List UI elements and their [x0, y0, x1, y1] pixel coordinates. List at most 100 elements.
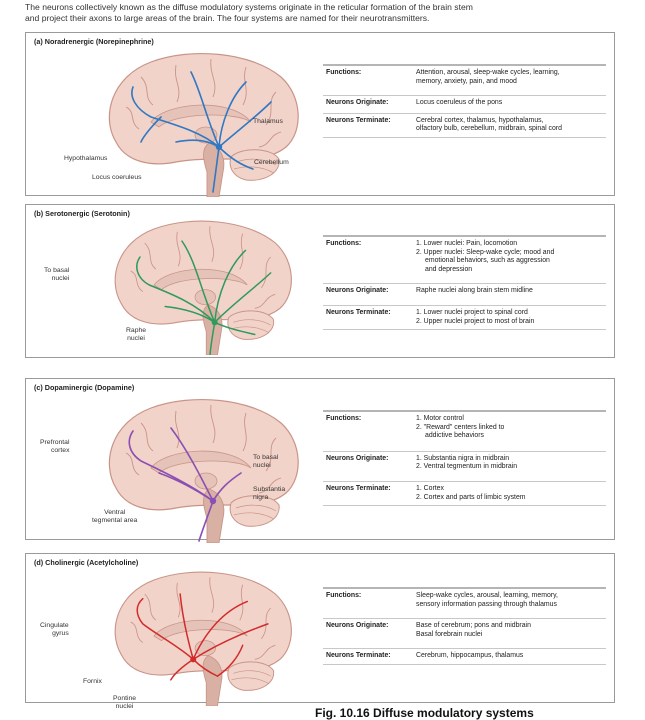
originate-row: Neurons Originate: 1. Substantia nigra i… [323, 450, 606, 475]
figure-caption: Fig. 10.16 Diffuse modulatory systems [315, 706, 534, 720]
originate-row: Neurons Originate: Base of cerebrum; pon… [323, 618, 606, 643]
terminate-row: Neurons Terminate: Cerebral cortex, thal… [323, 112, 606, 138]
originate-row: Neurons Originate: Raphe nuclei along br… [323, 283, 606, 299]
pathway-line [181, 240, 216, 324]
pathway-line [175, 139, 220, 148]
gyrus-line [258, 477, 282, 494]
pathway-line [213, 249, 247, 324]
pathway-line [212, 146, 220, 193]
originate-value: Raphe nuclei along brain stem midline [416, 284, 606, 299]
brain-diagram-serotonergic [114, 220, 292, 355]
brain-diagram-cholinergic [114, 571, 292, 706]
origin-nucleus [190, 656, 197, 663]
originate-header: Neurons Originate: [326, 454, 389, 462]
gyrus-line [254, 644, 276, 660]
pathway-line [136, 256, 216, 324]
functions-value: Sleep-wake cycles, arousal, learning, me… [416, 589, 606, 612]
pathway-line [140, 116, 162, 143]
gyrus-line [144, 242, 157, 270]
pathway-line [136, 597, 194, 661]
functions-row: Functions: 1. Motor control 2. "Reward" … [323, 410, 606, 444]
functions-header: Functions: [326, 69, 362, 76]
info-table: Functions: Sleep-wake cycles, arousal, l… [323, 587, 606, 665]
text-line: Raphe nuclei along brain stem midline [416, 287, 533, 295]
text-line: 2. Cortex and parts of limbic system [416, 493, 526, 501]
originate-header: Neurons Originate: [326, 622, 389, 630]
label-cingulate-gyrus: Cingulate gyrus [40, 622, 69, 638]
pathway-line [218, 101, 272, 148]
gyrus-line [176, 231, 181, 267]
text-line: Cerebrum, hippocampus, thalamus [416, 652, 524, 660]
panel-noradrenergic: (a) Noradrenergic (Norepinephrine) Thala… [25, 32, 615, 197]
pathway-line [170, 658, 194, 681]
gyrus-line [265, 91, 277, 126]
text-line: and depression [425, 265, 473, 273]
text-line: Attention, arousal, sleep-wake cycles, l… [416, 69, 560, 76]
functions-row: Functions: Sleep-wake cycles, arousal, l… [323, 587, 606, 613]
text-line: To basal [44, 267, 70, 274]
pathway-line [192, 623, 269, 661]
cerebellum-shape [227, 310, 274, 340]
gyrus-line [254, 293, 276, 309]
cerebellum-fold [233, 319, 271, 326]
gyrus-line [176, 582, 181, 618]
cerebellum-shape [227, 661, 274, 691]
cerebellum-fold [233, 670, 271, 677]
text-line: Basal forebrain nuclei [416, 630, 483, 638]
text-line: emotional behaviors, such as aggression [425, 257, 550, 265]
functions-value: 1. Motor control 2. "Reward" centers lin… [416, 412, 606, 444]
text-line: nuclei [115, 703, 134, 710]
functions-header: Functions: [326, 415, 362, 422]
originate-value: Locus coeruleus of the pons [416, 96, 606, 111]
originate-header: Neurons Originate: [326, 99, 389, 107]
text-line: Substantia [253, 486, 286, 493]
text-line: memory, anxiety, pain, and mood [416, 77, 517, 85]
intro-line-2: and project their axons to large areas o… [25, 13, 430, 23]
brain-diagram-dopaminergic [108, 399, 299, 543]
pathway-line [192, 600, 249, 661]
panel-title: (b) Serotonergic (Serotonin) [34, 209, 130, 218]
corpus-callosum [153, 619, 248, 642]
gyrus-line [239, 233, 244, 270]
text-line: Raphe [126, 327, 147, 334]
pathway-line [179, 593, 194, 661]
gyrus-line [261, 256, 271, 289]
pathway-line [198, 500, 214, 542]
functions-row: Functions: Attention, arousal, sleep-wak… [323, 64, 606, 90]
label-locus-coeruleus: Locus coeruleus [92, 174, 142, 181]
label-raphe-nuclei: Raphe nuclei [126, 327, 146, 343]
pathway-line [218, 146, 254, 170]
terminate-value: Cerebral cortex, thalamus, hypothalamus,… [416, 114, 606, 137]
label-to-basal-nuclei: To basal nuclei [44, 267, 69, 283]
terminate-value: Cerebrum, hippocampus, thalamus [416, 649, 606, 664]
pathway-line [213, 272, 272, 324]
text-line: gyrus [52, 630, 69, 637]
cerebellum-shape [229, 495, 280, 527]
origin-nucleus [211, 319, 218, 326]
text-line: nuclei [51, 275, 70, 282]
corpus-callosum [150, 104, 252, 128]
pathway-line [131, 86, 220, 148]
cerebellum-fold [235, 504, 277, 512]
text-line: addictive behaviors [425, 432, 484, 440]
panel-serotonergic: (b) Serotonergic (Serotonin) To basal nu… [25, 204, 615, 358]
terminate-row: Neurons Terminate: 1. Cortex 2. Cortex a… [323, 480, 606, 507]
gyrus-line [140, 76, 154, 106]
gyrus-line [242, 412, 247, 452]
gyrus-line [258, 131, 282, 148]
label-thalamus: Thalamus [253, 118, 283, 125]
text-line: cortex [50, 447, 70, 454]
brain-diagram-noradrenergic [108, 53, 299, 197]
panel-dopaminergic: (c) Dopaminergic (Dopamine) Prefrontal c… [25, 378, 615, 543]
originate-value: Base of cerebrum; pons and midbrain Basa… [416, 619, 606, 642]
text-line: nigra [253, 494, 269, 501]
gyrus-line [174, 410, 180, 449]
pathway-line [213, 321, 256, 336]
gyrus-line [125, 452, 140, 476]
functions-header: Functions: [326, 240, 362, 247]
panel-title: (c) Dopaminergic (Dopamine) [34, 383, 135, 392]
text-line: 2. Upper nuclei project to most of brain [416, 317, 535, 325]
panel-title: (d) Cholinergic (Acetylcholine) [34, 558, 139, 567]
text-line: Locus coeruleus of the pons [416, 99, 503, 107]
text-line: To basal [253, 454, 279, 461]
